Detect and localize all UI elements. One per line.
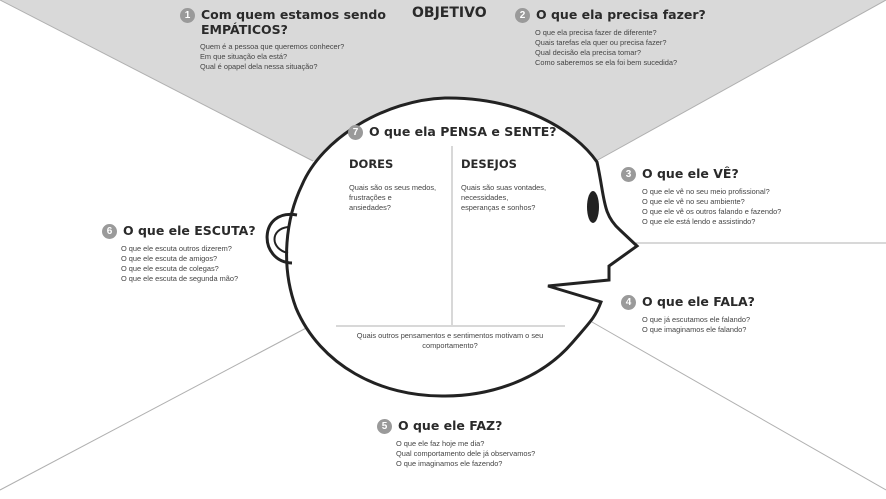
- step-badge-3: 3: [621, 167, 636, 182]
- divider-bottom-left: [0, 325, 311, 491]
- question-line: O que ele vê no seu meio profissional?: [642, 187, 770, 196]
- question-line: O que ele escuta de segunda mão?: [121, 274, 239, 283]
- section-what-he-says: 4 O que ele FALA? O que já escutamos ele…: [621, 294, 755, 335]
- question-line: O que ele escuta de amigos?: [121, 254, 218, 263]
- question-line: Qual decisão ela precisa tomar?: [535, 48, 641, 57]
- question-line: Em que situação ela está?: [200, 52, 288, 61]
- section-title: O que ele FAZ?: [398, 418, 503, 433]
- section-what-he-does: 5 O que ele FAZ? O que ele faz hoje me d…: [377, 418, 535, 469]
- section-empathy-target: 1 Com quem estamos sendo EMPÁTICOS? Quem…: [180, 7, 386, 72]
- ear-outer: [265, 212, 298, 265]
- step-badge-7: 7: [348, 125, 363, 140]
- step-badge-2: 2: [515, 8, 530, 23]
- section-title: O que ela PENSA e SENTE?: [369, 124, 557, 139]
- gains-text: Quais são suas vontades, necessidades, e…: [461, 183, 547, 212]
- question-line: O que ele faz hoje me dia?: [396, 439, 485, 448]
- section-title: O que ele VÊ?: [642, 166, 739, 181]
- top-shaded-region: [0, 0, 886, 161]
- objective-label: OBJETIVO: [412, 5, 487, 21]
- section-title-line: EMPÁTICOS?: [201, 22, 288, 37]
- question-line: O que imaginamos ele falando?: [642, 325, 747, 334]
- question-line: Quem é a pessoa que queremos conhecer?: [200, 42, 345, 51]
- section-questions: O que ele vê no seu meio profissional? O…: [642, 187, 781, 227]
- question-line: O que ele escuta outros dizerem?: [121, 244, 232, 253]
- section-title-line: Com quem estamos sendo: [201, 7, 386, 22]
- gains-title: DESEJOS: [461, 157, 517, 171]
- step-badge-5: 5: [377, 419, 392, 434]
- divider-bottom-right: [591, 321, 886, 491]
- section-questions: Quem é a pessoa que queremos conhecer? E…: [200, 42, 386, 72]
- divider-top-right: [595, 0, 886, 162]
- section-questions: O que ele faz hoje me dia? Qual comporta…: [396, 439, 535, 469]
- question-line: O que ele vê os outros falando e fazendo…: [642, 207, 782, 216]
- question-line: Como saberemos se ela foi bem sucedida?: [535, 58, 678, 67]
- step-badge-4: 4: [621, 295, 636, 310]
- pains-title: DORES: [349, 157, 394, 171]
- question-line: O que ele vê no seu ambiente?: [642, 197, 745, 206]
- question-line: O que ela precisa fazer de diferente?: [535, 28, 657, 37]
- question-line: O que ele escuta de colegas?: [121, 264, 219, 273]
- ear-inner: [273, 226, 289, 254]
- question-line: Qual comportamento dele já observamos?: [396, 449, 536, 458]
- eye: [587, 191, 599, 223]
- section-title: Com quem estamos sendo EMPÁTICOS?: [201, 7, 386, 37]
- divider-top-left: [0, 0, 314, 162]
- section-questions: O que já escutamos ele falando? O que im…: [642, 315, 755, 335]
- other-thoughts-text: Quais outros pensamentos e sentimentos m…: [356, 331, 544, 350]
- step-badge-1: 1: [180, 8, 195, 23]
- section-questions: O que ela precisa fazer de diferente? Qu…: [535, 28, 706, 68]
- section-what-he-hears: 6 O que ele ESCUTA? O que ele escuta out…: [102, 223, 256, 284]
- question-line: O que ele está lendo e assistindo?: [642, 217, 756, 226]
- question-line: Qual é opapel dela nessa situação?: [200, 62, 318, 71]
- question-line: O que já escutamos ele falando?: [642, 315, 751, 324]
- pains-panel: DORES Quais são os seus medos, frustraçõ…: [349, 157, 436, 213]
- section-what-she-needs: 2 O que ela precisa fazer? O que ela pre…: [515, 7, 706, 68]
- question-line: O que imaginamos ele fazendo?: [396, 459, 503, 468]
- question-line: Quais tarefas ela quer ou precisa fazer?: [535, 38, 667, 47]
- step-badge-6: 6: [102, 224, 117, 239]
- gains-panel: DESEJOS Quais são suas vontades, necessi…: [461, 157, 546, 213]
- section-questions: O que ele escuta outros dizerem? O que e…: [121, 244, 256, 284]
- section-title: O que ela precisa fazer?: [536, 7, 706, 22]
- section-title: O que ele ESCUTA?: [123, 223, 256, 238]
- section-title: O que ele FALA?: [642, 294, 755, 309]
- section-what-he-sees: 3 O que ele VÊ? O que ele vê no seu meio…: [621, 166, 781, 227]
- section-thinks-and-feels: 7 O que ela PENSA e SENTE?: [348, 124, 557, 140]
- pains-text: Quais são os seus medos, frustrações e a…: [349, 183, 437, 212]
- head-outline: [285, 96, 640, 398]
